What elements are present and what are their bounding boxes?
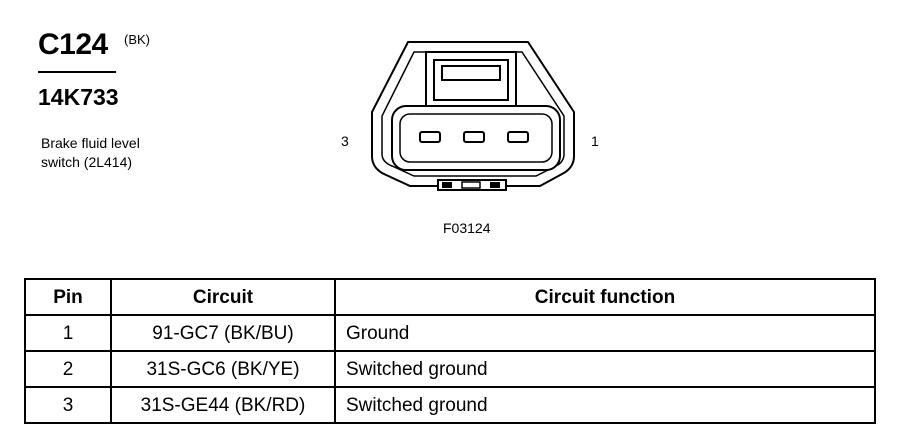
description-line: switch (2L414) <box>41 154 133 170</box>
cell-circuit: 31S-GC6 (BK/YE) <box>110 350 336 388</box>
connector-color-code: (BK) <box>124 32 150 47</box>
terminal-cavity-body <box>391 105 561 171</box>
connector-face-diagram <box>371 41 575 191</box>
cell-pin: 3 <box>24 386 112 424</box>
terminal-pin-2 <box>463 131 485 143</box>
connector-id-underline <box>38 71 116 73</box>
terminal-pin-3 <box>419 131 441 143</box>
table-row: 1 91-GC7 (BK/BU) Ground <box>24 314 876 352</box>
table-row: 3 31S-GE44 (BK/RD) Switched ground <box>24 386 876 424</box>
pinout-table: Pin Circuit Circuit function 1 91-GC7 (B… <box>24 278 876 424</box>
table-row: 2 31S-GC6 (BK/YE) Switched ground <box>24 350 876 388</box>
cell-pin: 2 <box>24 350 112 388</box>
keying-slot-right <box>490 182 500 188</box>
figure-code: F03124 <box>443 220 491 236</box>
header-circuit: Circuit <box>110 278 336 316</box>
connector-id: C124 <box>38 28 108 61</box>
part-number: 14K733 <box>38 84 119 110</box>
keying-slot-center <box>461 181 481 189</box>
pin-label-left: 3 <box>341 133 349 149</box>
keying-slot <box>437 179 507 191</box>
locking-tab-latch <box>441 65 501 81</box>
cell-circuit-function: Switched ground <box>334 350 876 388</box>
cell-circuit-function: Switched ground <box>334 386 876 424</box>
header-pin: Pin <box>24 278 112 316</box>
connector-housing-inner <box>381 51 565 177</box>
cell-circuit: 91-GC7 (BK/BU) <box>110 314 336 352</box>
component-description: Brake fluid level switch (2L414) <box>41 134 140 172</box>
pin-label-right: 1 <box>591 133 599 149</box>
cell-pin: 1 <box>24 314 112 352</box>
table-header-row: Pin Circuit Circuit function <box>24 278 876 316</box>
terminal-cavity-inner <box>399 113 553 163</box>
keying-slot-left <box>442 182 452 188</box>
cell-circuit: 31S-GE44 (BK/RD) <box>110 386 336 424</box>
terminal-pin-1 <box>507 131 529 143</box>
description-line: Brake fluid level <box>41 135 140 151</box>
connector-housing-outer <box>371 41 575 187</box>
locking-tab-inner <box>433 59 509 101</box>
cell-circuit-function: Ground <box>334 314 876 352</box>
header-circuit-function: Circuit function <box>334 278 876 316</box>
